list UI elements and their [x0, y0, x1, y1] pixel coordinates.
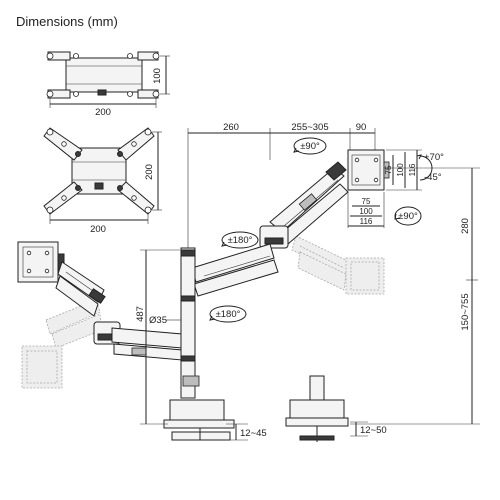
dim-height-range: 150~755: [460, 293, 471, 330]
swivel-mid-indicator: ±180°: [221, 231, 259, 249]
grommet-base: 12~50: [285, 375, 387, 442]
ghost-positions: [21, 235, 385, 389]
head-vesa-h1: 75: [362, 197, 371, 206]
dim-grommet-range: 12~50: [360, 425, 387, 436]
swivel-base-indicator: ±180°: [209, 305, 247, 323]
top-dimension-lines: 260 255~305 90: [187, 122, 376, 248]
left-arm-assembly: [17, 241, 183, 361]
vesa-large-height-label: 200: [144, 164, 155, 180]
tilt-up-label: +70°: [424, 152, 444, 163]
tilt-down-label: -45°: [424, 172, 442, 183]
vesa-plate-large: 200 200: [43, 127, 162, 235]
head-vesa-v3: 116: [408, 163, 417, 176]
swivel-mid-label: ±180°: [228, 235, 253, 246]
dim-head-depth: 90: [356, 122, 367, 133]
dim-pole-diameter: Ø35: [149, 315, 167, 326]
top-monitor-head: 75 100 116 75 100 116 +70° -45° ±90°: [347, 149, 444, 228]
right-arm-assembly: [191, 161, 349, 297]
head-vesa-v2: 100: [396, 163, 405, 177]
vesa-small-width-label: 200: [95, 107, 111, 118]
head-vesa-h3: 116: [360, 217, 373, 226]
dim-total-height: 280: [460, 218, 471, 234]
swivel-base-label: ±180°: [216, 309, 241, 320]
pole-and-clamp: 487 Ø35 12~45: [135, 247, 267, 441]
dim-arm-upper: 260: [223, 122, 239, 133]
swivel-top-indicator: ±90°: [293, 137, 327, 155]
dim-arm-forearm: 255~305: [291, 122, 328, 133]
swivel-top-label: ±90°: [300, 141, 320, 152]
dim-pole-height: 487: [135, 306, 146, 322]
diagram-title: Dimensions (mm): [16, 14, 118, 29]
head-vesa-v1: 75: [384, 165, 393, 174]
vesa-small-height-label: 100: [152, 68, 163, 84]
vesa-plate-small: 100 200: [46, 51, 170, 118]
dim-clamp-range: 12~45: [240, 428, 267, 439]
height-dimensions: 280 150~755: [350, 167, 480, 425]
head-vesa-h2: 100: [359, 207, 373, 216]
rotate-right-label: ±90°: [398, 211, 418, 222]
vesa-large-width-label: 200: [90, 224, 106, 235]
